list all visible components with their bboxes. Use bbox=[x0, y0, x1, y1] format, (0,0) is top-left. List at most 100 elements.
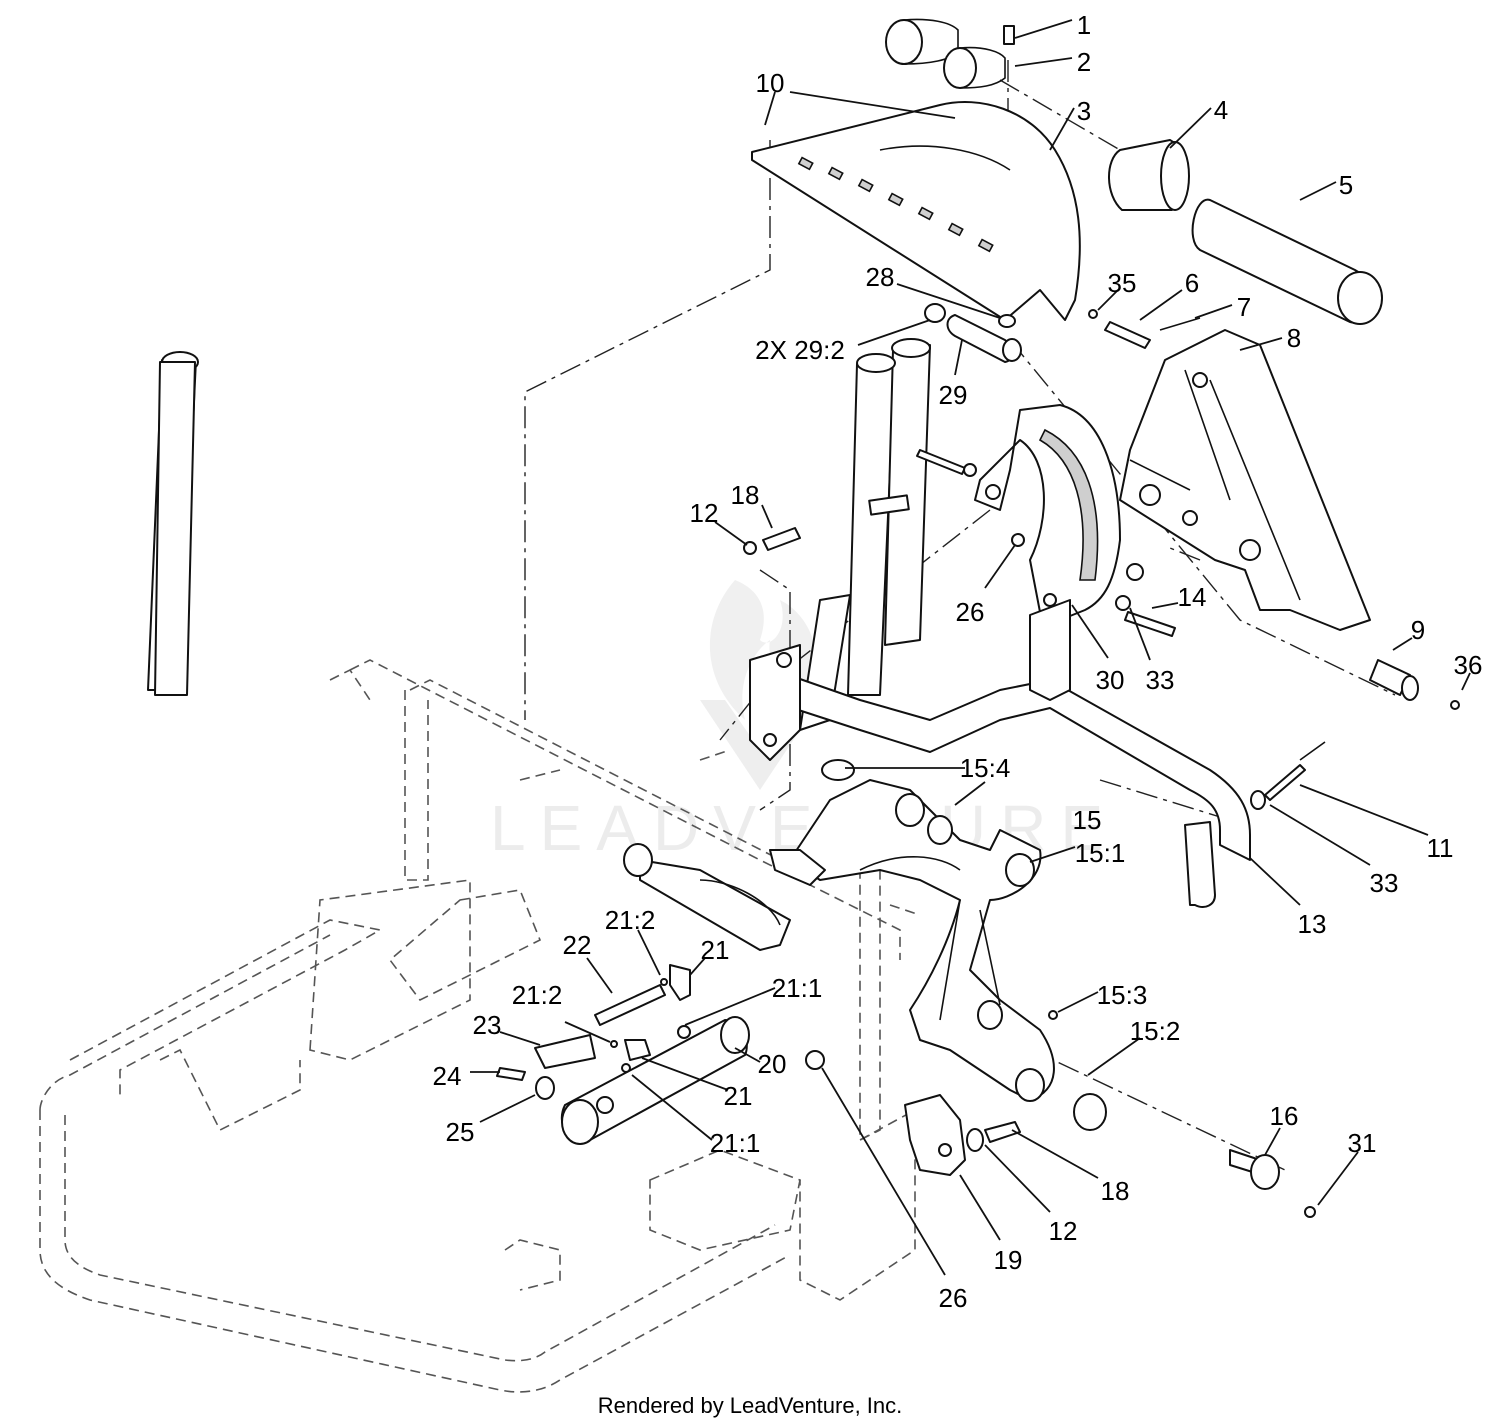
lever-tube-set bbox=[155, 362, 196, 690]
callout-c10: 10 bbox=[756, 68, 785, 98]
leader-line-c29-0 bbox=[954, 339, 963, 376]
callout-c21a: 21 bbox=[701, 935, 730, 965]
leader-line-c3-0 bbox=[1049, 107, 1075, 151]
leader-line-c33b-0 bbox=[1269, 804, 1371, 866]
leader-line-c19-0 bbox=[959, 1174, 1001, 1241]
leader-line-c21a-0 bbox=[689, 957, 706, 976]
callout-c7: 7 bbox=[1237, 292, 1251, 322]
chassis-frame bbox=[39, 659, 921, 1393]
hydraulic-cylinder bbox=[560, 1016, 750, 1145]
callout-c2: 2 bbox=[1077, 47, 1091, 77]
leader-line-c18b-0 bbox=[1011, 1129, 1099, 1179]
callout-c33b: 33 bbox=[1370, 868, 1399, 898]
callout-c33a: 33 bbox=[1146, 665, 1175, 695]
leader-line-c154-1 bbox=[954, 781, 986, 806]
leader-line-c21b-0 bbox=[641, 1057, 729, 1091]
callout-c20: 20 bbox=[758, 1049, 787, 1079]
callout-c12a: 12 bbox=[690, 498, 719, 528]
hydraulic-fittings bbox=[534, 964, 691, 1069]
callout-c9: 9 bbox=[1411, 615, 1425, 645]
grip-parts bbox=[1108, 139, 1383, 325]
callout-c30: 30 bbox=[1096, 665, 1125, 695]
leader-line-c35-0 bbox=[1097, 289, 1119, 311]
callout-c23: 23 bbox=[473, 1010, 502, 1040]
leader-line-c29b-0 bbox=[857, 319, 931, 346]
pins-top bbox=[1088, 309, 1201, 349]
callout-c13: 13 bbox=[1298, 909, 1327, 939]
leader-line-c7-0 bbox=[1194, 304, 1233, 319]
lift-arm bbox=[789, 759, 1055, 1102]
leader-line-c25-0 bbox=[479, 1094, 536, 1123]
callout-c212a: 21:2 bbox=[605, 905, 656, 935]
long-bolt bbox=[1250, 741, 1326, 810]
leader-line-c8-0 bbox=[1239, 337, 1283, 351]
callout-c211a: 21:1 bbox=[772, 973, 823, 1003]
leader-line-c5-0 bbox=[1299, 181, 1337, 201]
leader-line-c11-0 bbox=[1299, 784, 1429, 836]
callout-c35: 35 bbox=[1108, 268, 1137, 298]
callout-c26b: 26 bbox=[939, 1283, 968, 1313]
leader-line-c26a-0 bbox=[984, 544, 1016, 589]
leader-line-c212b-0 bbox=[564, 1021, 611, 1043]
callout-c153: 15:3 bbox=[1097, 980, 1148, 1010]
leader-line-c30-0 bbox=[1071, 604, 1109, 659]
leader-line-c211a-0 bbox=[684, 987, 776, 1026]
leader-line-c26b-0 bbox=[821, 1067, 946, 1276]
leader-line-c22-0 bbox=[586, 957, 613, 994]
leader-line-c152-0 bbox=[1087, 1037, 1141, 1076]
hardware-left bbox=[743, 527, 801, 555]
callout-c25: 25 bbox=[446, 1117, 475, 1147]
leader-line-c20-0 bbox=[734, 1047, 761, 1063]
callout-c8: 8 bbox=[1287, 323, 1301, 353]
callout-c26a: 26 bbox=[956, 597, 985, 627]
footer-credit: Rendered by LeadVenture, Inc. bbox=[598, 1393, 903, 1418]
leader-line-c10-0 bbox=[764, 91, 776, 126]
leader-line-c212a-0 bbox=[637, 929, 661, 976]
leader-line-c33a-0 bbox=[1129, 607, 1151, 661]
callout-c18b: 18 bbox=[1101, 1176, 1130, 1206]
leader-line-c23-0 bbox=[499, 1031, 541, 1046]
callout-c12b: 12 bbox=[1049, 1216, 1078, 1246]
callout-c11: 11 bbox=[1427, 833, 1454, 863]
control-arm bbox=[974, 404, 1121, 621]
leader-lines bbox=[470, 19, 1471, 1276]
callout-c36: 36 bbox=[1454, 650, 1483, 680]
hardware-bottom bbox=[496, 1050, 1021, 1176]
callout-c154: 15:4 bbox=[960, 753, 1011, 783]
leader-line-c151-0 bbox=[1029, 846, 1076, 863]
callout-c16: 16 bbox=[1270, 1101, 1299, 1131]
leader-line-c18a-0 bbox=[761, 504, 773, 529]
callout-c31: 31 bbox=[1348, 1128, 1377, 1158]
leader-line-c36-0 bbox=[1461, 672, 1471, 691]
pivot-pin bbox=[1369, 659, 1460, 710]
callout-c24: 24 bbox=[433, 1061, 462, 1091]
leader-line-c211b-0 bbox=[631, 1074, 713, 1141]
leader-line-c13-0 bbox=[1249, 857, 1301, 906]
leader-line-c2-0 bbox=[1014, 57, 1073, 67]
callout-c212b: 21:2 bbox=[512, 980, 563, 1010]
callout-c5: 5 bbox=[1339, 170, 1353, 200]
callout-c152: 15:2 bbox=[1130, 1016, 1181, 1046]
control-shroud bbox=[751, 101, 1081, 321]
leader-line-c12a-0 bbox=[714, 521, 748, 546]
callout-c4: 4 bbox=[1214, 95, 1228, 125]
lever-mount bbox=[749, 599, 1071, 761]
operator-levers bbox=[799, 338, 931, 731]
callout-c18a: 18 bbox=[731, 480, 760, 510]
callout-c29: 29 bbox=[939, 380, 968, 410]
leader-line-c153-0 bbox=[1057, 991, 1099, 1013]
callout-c211b: 21:1 bbox=[710, 1128, 761, 1158]
leader-line-c31-0 bbox=[1317, 1151, 1359, 1206]
leader-line-c12b-0 bbox=[984, 1144, 1051, 1213]
bushings-top bbox=[924, 303, 1022, 363]
callout-c3: 3 bbox=[1077, 96, 1091, 126]
leader-line-c9-0 bbox=[1392, 637, 1413, 651]
hardware-mid bbox=[916, 449, 1176, 637]
callout-c19: 19 bbox=[994, 1245, 1023, 1275]
leader-line-c14-0 bbox=[1151, 602, 1179, 609]
callout-c151: 15:1 bbox=[1075, 838, 1126, 868]
leader-line-c1-0 bbox=[1014, 19, 1073, 39]
callout-c22: 22 bbox=[563, 930, 592, 960]
